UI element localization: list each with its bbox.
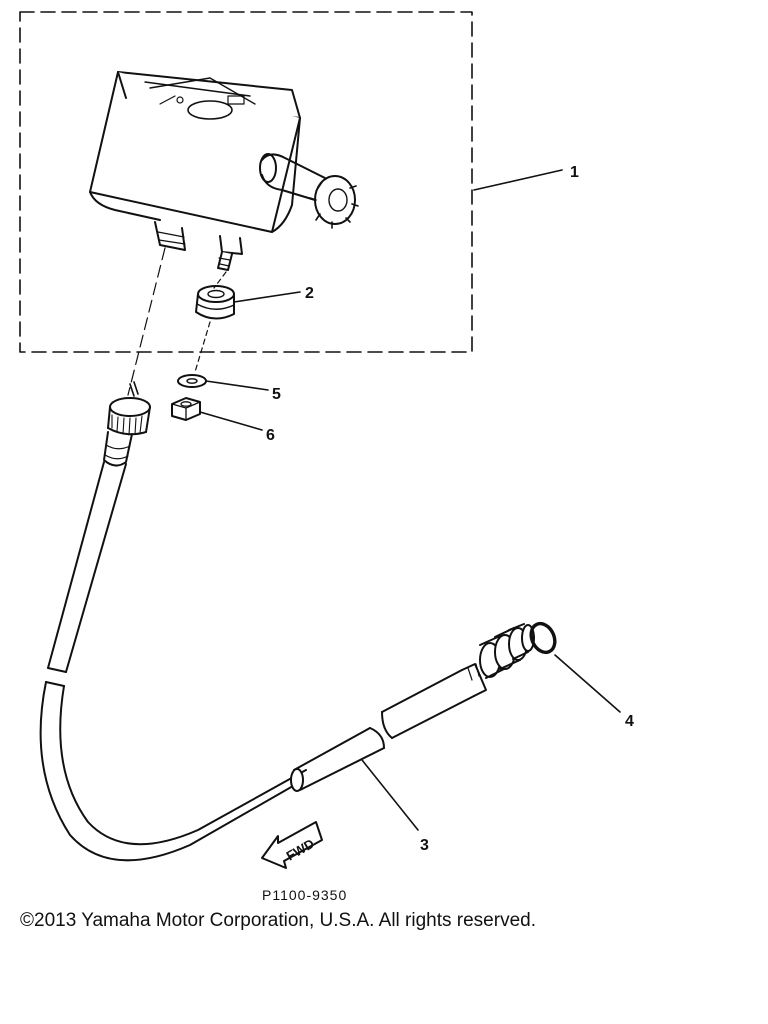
cable-upper-tube bbox=[47, 461, 127, 673]
callout-5: 5 bbox=[272, 386, 281, 403]
grommet-part-2 bbox=[195, 285, 235, 320]
callout-2: 2 bbox=[305, 285, 314, 302]
leader-4 bbox=[554, 654, 621, 713]
cable-alignment-line bbox=[127, 247, 166, 396]
o-ring-part-4 bbox=[529, 621, 557, 655]
copyright-notice: ©2013 Yamaha Motor Corporation, U.S.A. A… bbox=[20, 910, 536, 931]
leader-lines bbox=[199, 169, 621, 831]
cable-upper-fitting bbox=[103, 381, 151, 467]
diagram-code: P1100-9350 bbox=[262, 887, 347, 903]
speedometer-housing bbox=[89, 71, 359, 271]
callout-4: 4 bbox=[625, 713, 634, 730]
cable-right-tube bbox=[381, 623, 535, 739]
cable-sleeve bbox=[290, 727, 385, 792]
assembly-boundary bbox=[19, 11, 473, 353]
leader-2 bbox=[233, 291, 301, 303]
cable-lower-sweep bbox=[39, 681, 307, 862]
fwd-arrow-icon bbox=[261, 821, 323, 869]
callout-3: 3 bbox=[420, 837, 429, 854]
nut-part-6 bbox=[171, 397, 201, 421]
callout-6: 6 bbox=[266, 427, 275, 444]
washer-part-5 bbox=[177, 374, 207, 388]
leader-5 bbox=[205, 380, 269, 391]
callout-1: 1 bbox=[570, 164, 579, 181]
leader-6 bbox=[199, 411, 263, 431]
leader-1 bbox=[473, 169, 563, 191]
alignment-line bbox=[194, 271, 227, 373]
leader-3 bbox=[361, 759, 419, 831]
